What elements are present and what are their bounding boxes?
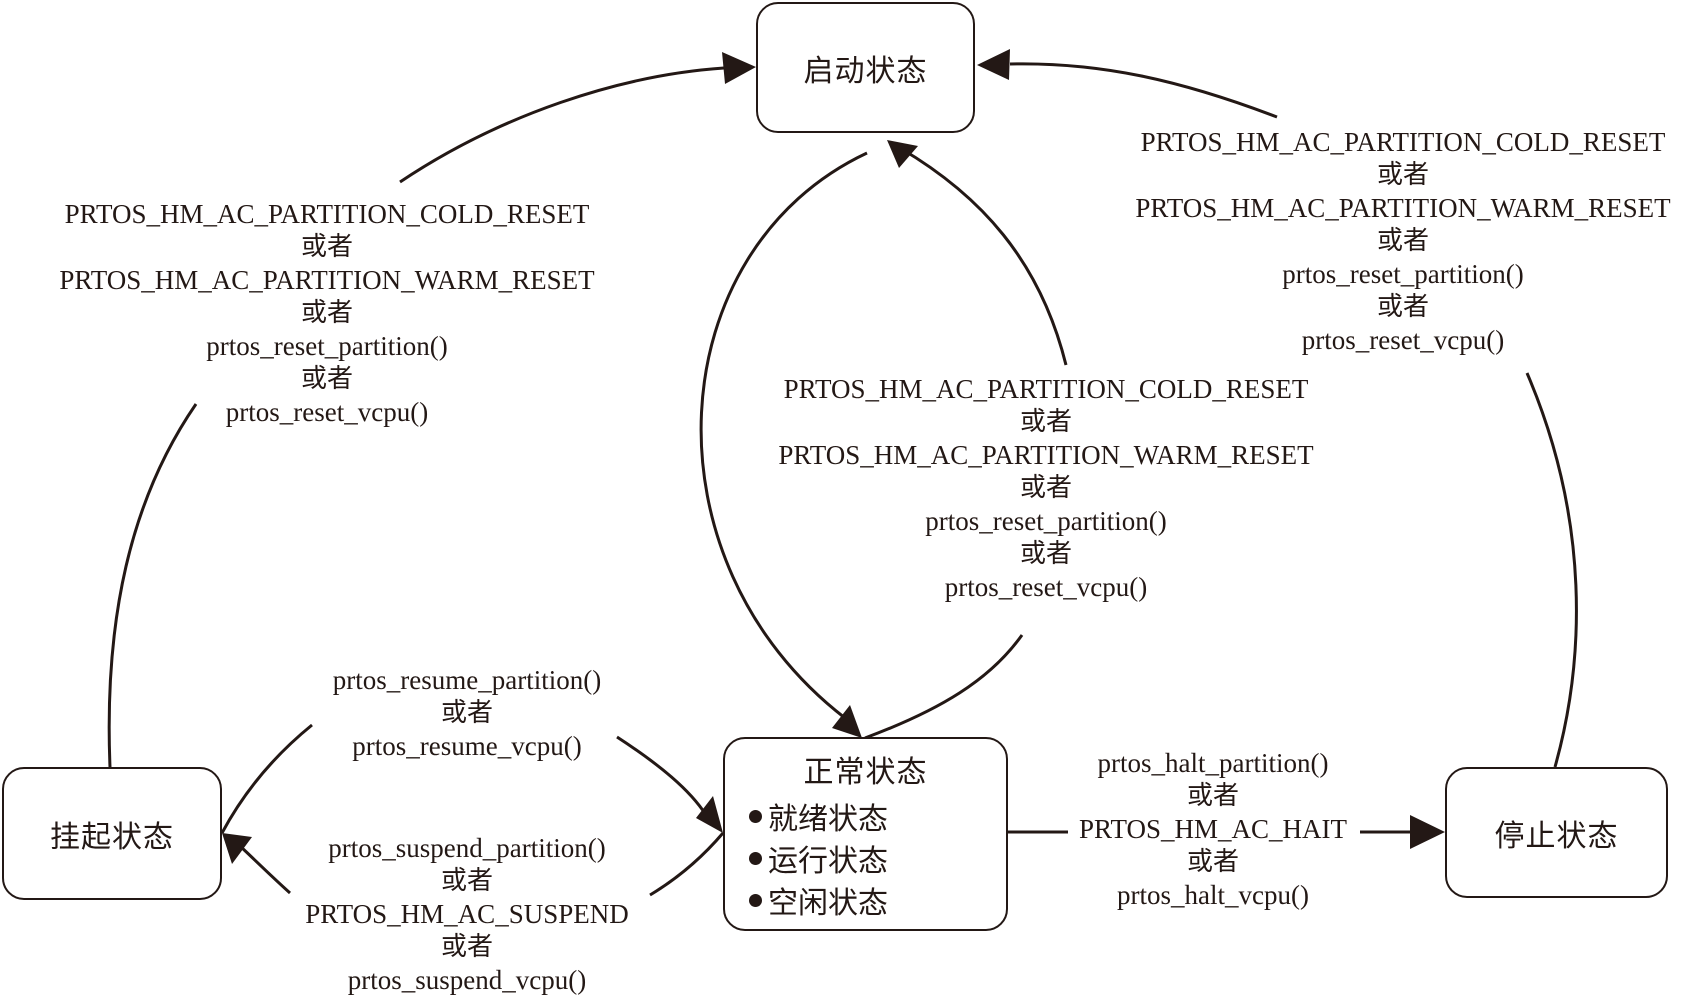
edge-halted-to-start-lower — [1525, 372, 1578, 768]
label-line: PRTOS_HM_AC_PARTITION_COLD_RESET — [1140, 127, 1666, 157]
state-start-label: 启动状态 — [803, 54, 928, 88]
substate-ready-label: 就绪状态 — [768, 803, 888, 836]
state-suspended-label: 挂起状态 — [50, 820, 174, 854]
edge-resume-right — [616, 735, 708, 816]
state-normal: 正常状态 就绪状态 运行状态 空闲状态 — [723, 737, 1008, 931]
label-normal-to-halted: prtos_halt_partition() 或者 PRTOS_HM_AC_HA… — [1079, 747, 1347, 912]
state-halted-label: 停止状态 — [1494, 819, 1619, 853]
label-line: prtos_reset_vcpu() — [225, 397, 429, 427]
label-line: prtos_suspend_partition() — [328, 833, 606, 863]
label-suspended-to-normal: prtos_resume_partition() 或者 prtos_resume… — [333, 664, 601, 763]
label-line-or: 或者 — [1376, 226, 1429, 256]
label-line-or: 或者 — [440, 866, 494, 896]
arrowhead-into-start-bottom — [887, 140, 918, 168]
label-line: PRTOS_HM_AC_PARTITION_COLD_RESET — [783, 374, 1309, 404]
substate-ready: 就绪状态 — [749, 795, 888, 837]
edge-suspend-right — [649, 832, 725, 897]
label-line-or: 或者 — [300, 298, 353, 328]
label-line-or: 或者 — [300, 364, 353, 394]
state-normal-label: 正常状态 — [803, 756, 928, 789]
label-halted-to-start: PRTOS_HM_AC_PARTITION_COLD_RESET 或者 PRTO… — [1135, 126, 1670, 357]
arrowhead-into-suspended — [222, 833, 252, 864]
bullet-icon — [749, 893, 762, 907]
label-line: prtos_resume_partition() — [332, 665, 602, 695]
label-line: PRTOS_HM_AC_HAIT — [1079, 814, 1347, 844]
label-line: PRTOS_HM_AC_PARTITION_WARM_RESET — [778, 440, 1314, 470]
state-suspended: 挂起状态 — [2, 767, 222, 900]
label-line: prtos_halt_vcpu() — [1117, 880, 1309, 910]
label-line: prtos_resume_vcpu() — [352, 731, 582, 761]
arrowhead-into-start-right — [977, 49, 1010, 80]
label-line-or: 或者 — [1376, 292, 1429, 322]
label-line: PRTOS_HM_AC_PARTITION_WARM_RESET — [59, 265, 595, 295]
edge-suspended-to-start-upper — [399, 66, 725, 184]
label-line: prtos_reset_vcpu() — [944, 572, 1148, 602]
label-line-or: 或者 — [1186, 781, 1240, 811]
label-normal-to-suspended: prtos_suspend_partition() 或者 PRTOS_HM_AC… — [305, 832, 628, 997]
label-normal-to-start: PRTOS_HM_AC_PARTITION_COLD_RESET 或者 PRTO… — [778, 373, 1313, 604]
edge-start-to-normal — [699, 151, 868, 720]
label-line-or: 或者 — [1019, 539, 1072, 569]
label-line: PRTOS_HM_AC_PARTITION_WARM_RESET — [1135, 193, 1671, 223]
label-line: prtos_reset_partition() — [206, 331, 448, 361]
state-halted: 停止状态 — [1445, 767, 1668, 898]
arrowhead-into-normal-top — [832, 705, 862, 738]
edge-halted-to-start-upper — [1009, 62, 1278, 119]
label-line-or: 或者 — [1019, 407, 1072, 437]
label-line-or: 或者 — [1376, 160, 1429, 190]
edge-normal-to-start-lower — [864, 634, 1024, 740]
label-line: PRTOS_HM_AC_PARTITION_COLD_RESET — [64, 199, 590, 229]
label-line: prtos_reset_partition() — [925, 506, 1167, 536]
label-line-or: 或者 — [1019, 473, 1072, 503]
label-line: prtos_reset_vcpu() — [1301, 325, 1505, 355]
arrowhead-into-start-left — [722, 52, 756, 84]
label-line: prtos_halt_partition() — [1097, 748, 1329, 778]
bullet-icon — [749, 809, 762, 823]
bullet-icon — [749, 851, 762, 865]
substate-running-label: 运行状态 — [768, 845, 888, 878]
label-line-or: 或者 — [440, 932, 494, 962]
edge-normal-to-start-upper — [899, 146, 1068, 366]
substate-running: 运行状态 — [749, 837, 888, 879]
edge-resume-left — [220, 723, 313, 834]
edge-suspended-to-start-lower — [107, 403, 198, 768]
arrowhead-into-halted — [1410, 815, 1445, 849]
substate-idle: 空闲状态 — [749, 879, 888, 921]
label-line-or: 或者 — [440, 698, 493, 728]
edge-suspend-left — [238, 844, 292, 895]
substate-idle-label: 空闲状态 — [768, 887, 888, 920]
label-line: prtos_suspend_vcpu() — [347, 965, 587, 995]
label-line: PRTOS_HM_AC_SUSPEND — [305, 899, 629, 929]
arrowhead-into-normal-left — [696, 796, 723, 833]
label-suspended-to-start: PRTOS_HM_AC_PARTITION_COLD_RESET 或者 PRTO… — [59, 198, 594, 429]
label-line: prtos_reset_partition() — [1282, 259, 1524, 289]
state-start: 启动状态 — [756, 2, 975, 133]
label-line-or: 或者 — [1186, 847, 1240, 877]
label-line-or: 或者 — [300, 232, 353, 262]
